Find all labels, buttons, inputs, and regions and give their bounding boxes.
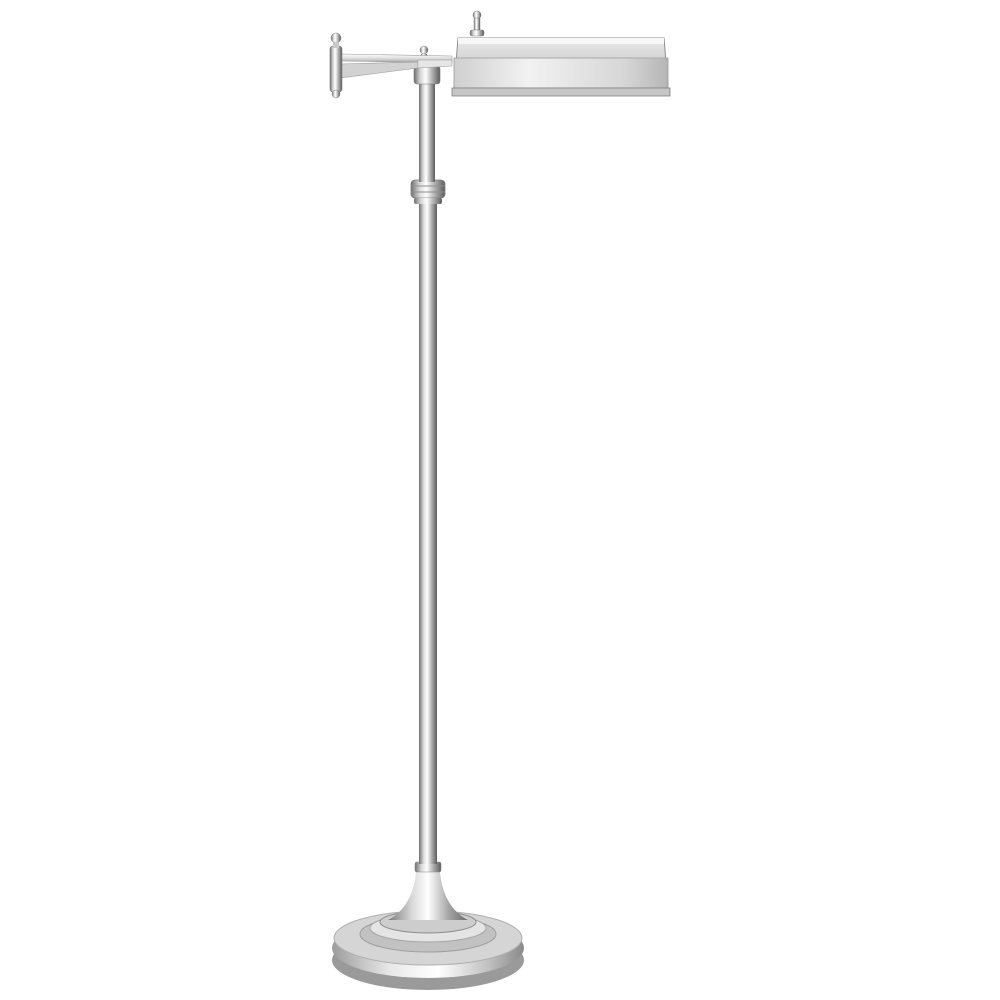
- swing-arm: [339, 53, 453, 79]
- lamp-shade: [451, 37, 671, 97]
- upper-pole: [419, 82, 435, 182]
- pole-knuckle: [410, 179, 446, 204]
- shade-finial: [469, 10, 485, 37]
- arm-pivot: [329, 32, 343, 99]
- trumpet-foot: [388, 872, 468, 920]
- lower-pole: [419, 196, 437, 864]
- lamp-base: [332, 910, 524, 990]
